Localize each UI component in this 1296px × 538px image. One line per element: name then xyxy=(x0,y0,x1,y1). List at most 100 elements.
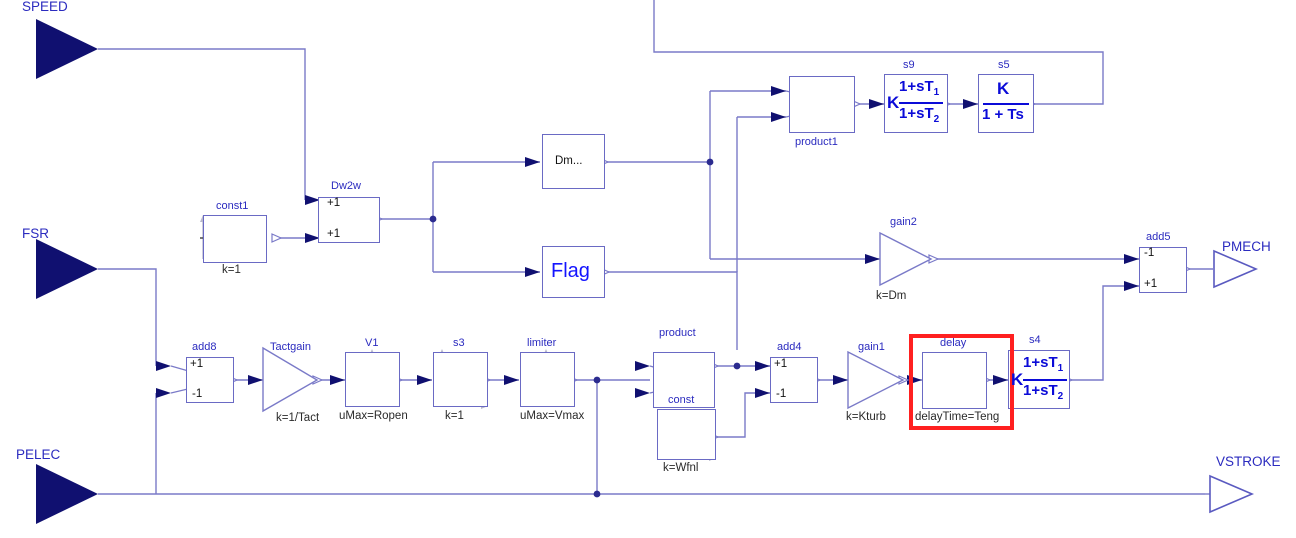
label-dw2w: Dw2w xyxy=(331,180,361,192)
tactgain-triangle xyxy=(262,346,319,413)
outport-const1 xyxy=(271,233,283,243)
param-delay: delayTime=Teng xyxy=(915,411,1000,423)
s9-fraction-bar xyxy=(899,102,943,104)
add5-sign-top: -1 xyxy=(1144,247,1155,259)
s4-gain: K xyxy=(1011,370,1024,389)
add4-sign-bottom: -1 xyxy=(776,388,787,400)
arrow-gain2-in xyxy=(865,254,880,264)
arrow-product1-in1 xyxy=(771,86,786,96)
s3-block[interactable] xyxy=(433,352,488,407)
label-s9: s9 xyxy=(903,59,915,71)
s4-fraction-bar xyxy=(1023,379,1067,381)
arrow-s5-in xyxy=(963,99,978,109)
dw2w-sign-top: +1 xyxy=(327,197,341,209)
arrow-product-in2 xyxy=(635,388,650,398)
arrow-add5-in2 xyxy=(1124,281,1139,291)
arrow-add8-in2 xyxy=(156,388,171,398)
const-block[interactable] xyxy=(657,409,716,460)
label-const1: const1 xyxy=(216,200,249,212)
delay-highlight-box xyxy=(909,334,1014,430)
arrow-v1-in xyxy=(330,375,345,385)
input-port-shapes xyxy=(36,19,98,524)
arrow-dw2w-in2 xyxy=(305,233,320,243)
param-v1: uMax=Ropen xyxy=(339,410,408,422)
s5-denominator: 1 + Ts xyxy=(982,106,1024,123)
param-gain1: k=Kturb xyxy=(846,411,886,423)
dw2w-sign-bottom: +1 xyxy=(327,228,341,240)
port-pelec-shape xyxy=(36,464,98,524)
port-label-pmech: PMECH xyxy=(1222,239,1271,254)
s9-denominator: 1+sT2 xyxy=(899,105,940,125)
junction-limiter xyxy=(593,376,601,384)
arrow-dw2w-in1 xyxy=(305,195,320,205)
add4-block[interactable] xyxy=(770,357,818,403)
label-s5: s5 xyxy=(998,59,1010,71)
port-fsr-shape xyxy=(36,239,98,299)
junction-dm xyxy=(706,158,714,166)
v1-block[interactable] xyxy=(345,352,400,407)
s9-gain: K xyxy=(887,93,900,112)
limiter-block[interactable] xyxy=(520,352,575,407)
wire-speed-to-dw2w xyxy=(98,48,306,200)
s9-numerator: 1+sT1 xyxy=(899,78,940,98)
arrow-dm-in xyxy=(525,157,540,167)
junction-dw2w xyxy=(429,215,437,223)
arrow-gain1-in xyxy=(833,375,848,385)
wire-const-to-add4 xyxy=(716,392,770,438)
junction-vstroke xyxy=(593,490,601,498)
add8-sign-bottom: -1 xyxy=(192,388,203,400)
s4-numerator: 1+sT1 xyxy=(1023,354,1064,374)
delay-block[interactable] xyxy=(922,352,987,409)
label-const: const xyxy=(668,394,695,406)
arrow-s9-in xyxy=(869,99,884,109)
wire-fsr-to-add8 xyxy=(98,268,157,366)
label-tactgain: Tactgain xyxy=(270,341,311,353)
label-add4: add4 xyxy=(777,341,802,353)
add8-sign-top: +1 xyxy=(190,358,204,370)
label-product: product xyxy=(659,327,696,339)
label-gain2: gain2 xyxy=(890,216,917,228)
label-dm: Dm... xyxy=(555,155,583,167)
port-speed-shape xyxy=(36,19,98,79)
label-add5: add5 xyxy=(1146,231,1171,243)
label-v1: V1 xyxy=(365,337,379,349)
add5-block[interactable] xyxy=(1139,247,1187,293)
wire-s4-to-add5 xyxy=(1070,285,1139,381)
s5-fraction-bar xyxy=(983,103,1029,105)
param-gain2: k=Dm xyxy=(876,290,907,302)
port-vstroke-shape xyxy=(1209,474,1255,514)
arrow-s4-in xyxy=(993,375,1008,385)
label-flag: Flag xyxy=(551,260,590,282)
arrow-product1-in2 xyxy=(771,112,786,122)
gain1-triangle xyxy=(847,350,905,410)
dm-block[interactable] xyxy=(542,134,605,189)
wire-s5-feedback xyxy=(653,0,1104,105)
s5-numerator: K xyxy=(997,79,1010,98)
const1-block[interactable] xyxy=(203,215,267,263)
param-limiter: uMax=Vmax xyxy=(520,410,585,422)
add8-block[interactable] xyxy=(186,357,234,403)
port-pmech-shape xyxy=(1213,249,1259,289)
arrow-add4-in2 xyxy=(755,388,770,398)
param-s3: k=1 xyxy=(445,410,464,422)
product-block[interactable] xyxy=(653,352,715,408)
param-const1: k=1 xyxy=(222,264,241,276)
add5-sign-bottom: +1 xyxy=(1144,278,1158,290)
label-limiter: limiter xyxy=(527,337,557,349)
label-s4: s4 xyxy=(1029,334,1041,346)
product1-block[interactable] xyxy=(789,76,855,133)
arrow-flag-in xyxy=(525,267,540,277)
port-label-pelec: PELEC xyxy=(16,447,61,462)
arrow-tactgain-in xyxy=(248,375,263,385)
label-gain1: gain1 xyxy=(858,341,885,353)
label-s3: s3 xyxy=(453,337,465,349)
flag-block[interactable] xyxy=(542,246,605,298)
arrow-add8-in1 xyxy=(156,361,171,371)
add4-sign-top: +1 xyxy=(774,358,788,370)
arrow-add5-in1 xyxy=(1124,254,1139,264)
port-label-vstroke: VSTROKE xyxy=(1216,454,1281,469)
dw2w-block[interactable] xyxy=(318,197,380,243)
port-label-speed: SPEED xyxy=(22,0,68,14)
